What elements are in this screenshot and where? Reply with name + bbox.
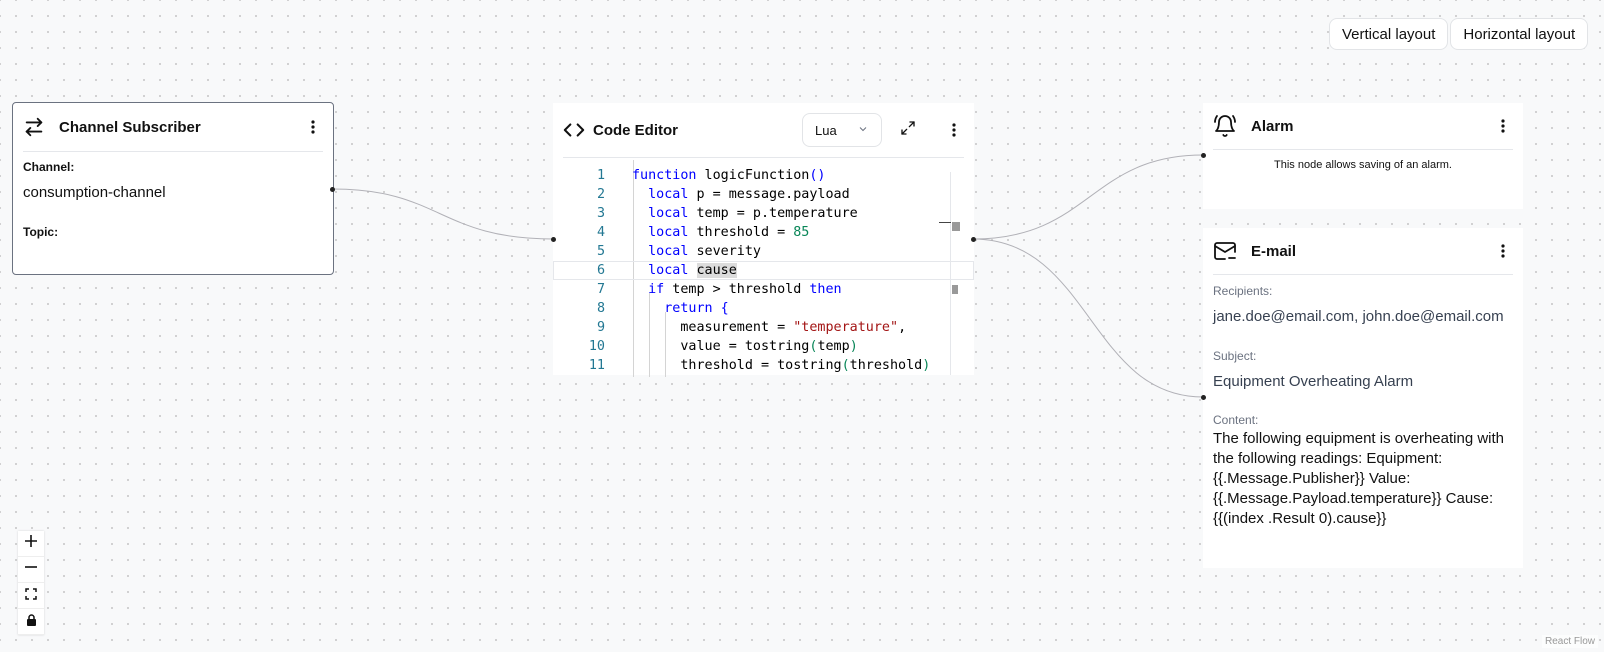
divider	[23, 151, 323, 152]
edge-code-to-email[interactable]	[972, 238, 1204, 398]
subject-value: Equipment Overheating Alarm	[1213, 373, 1414, 390]
node-header: Code Editor Lua	[553, 103, 974, 157]
language-value: Lua	[815, 122, 837, 138]
indent-guide	[633, 160, 634, 377]
lock-button[interactable]	[18, 609, 44, 635]
content-value: The following equipment is overheating w…	[1213, 430, 1504, 527]
recipients-value: jane.doe@email.com, john.doe@email.com	[1213, 308, 1504, 325]
code-line: 7 if temp > threshold then	[596, 282, 842, 297]
zoom-out-button[interactable]	[18, 557, 44, 583]
horizontal-layout-button[interactable]: Horizontal layout	[1450, 18, 1589, 50]
zoom-in-button[interactable]	[18, 531, 44, 557]
fit-view-icon	[25, 587, 37, 605]
node-header: E-mail	[1203, 228, 1523, 274]
chevron-down-icon	[857, 123, 869, 138]
fit-view-button[interactable]	[18, 583, 44, 609]
node-title: Code Editor	[593, 121, 678, 139]
code-line: 5 local severity	[596, 244, 761, 259]
react-flow-attribution[interactable]: React Flow	[1541, 635, 1598, 648]
code-line: 8 return {	[596, 301, 729, 316]
code-line-active: 6 local cause	[553, 261, 974, 280]
node-header: Channel Subscriber	[13, 103, 333, 151]
more-options-icon[interactable]	[944, 123, 964, 137]
node-title: Alarm	[1251, 117, 1294, 135]
language-select[interactable]: Lua	[802, 113, 882, 147]
channel-label: Channel:	[23, 160, 75, 174]
email-input-handle[interactable]	[1201, 395, 1206, 400]
more-options-icon[interactable]	[1493, 244, 1513, 258]
code-line: 3 local temp = p.temperature	[596, 206, 858, 221]
alarm-description: This node allows saving of an alarm.	[1274, 159, 1452, 171]
indent-guide	[649, 293, 650, 377]
code-line: 2 local p = message.payload	[596, 187, 850, 202]
expand-icon[interactable]	[900, 120, 916, 141]
code-line: 4 local threshold = 85	[596, 225, 810, 240]
arrows-exchange-icon	[23, 116, 45, 138]
more-options-icon[interactable]	[303, 120, 323, 134]
subscriber-output-handle[interactable]	[330, 187, 335, 192]
channel-value: consumption-channel	[23, 184, 166, 201]
mail-icon	[1213, 239, 1237, 263]
plus-icon	[24, 534, 38, 553]
divider	[563, 157, 964, 158]
layout-buttons: Vertical layout Horizontal layout	[1329, 18, 1589, 50]
email-node[interactable]: E-mail Recipients: jane.doe@email.com, j…	[1203, 228, 1523, 568]
code-scrollbar[interactable]	[939, 172, 964, 375]
code-input-handle[interactable]	[551, 237, 556, 242]
indent-guide	[665, 312, 666, 377]
code-icon	[563, 119, 585, 141]
topic-label: Topic:	[23, 225, 59, 239]
bell-icon	[1213, 114, 1237, 138]
edge-code-to-alarm[interactable]	[972, 154, 1204, 240]
node-title: E-mail	[1251, 242, 1297, 260]
channel-subscriber-node[interactable]: Channel Subscriber Channel: consumption-…	[12, 102, 334, 275]
node-title: Channel Subscriber	[59, 118, 201, 136]
code-line: 11 threshold = tostring(threshold)	[588, 358, 931, 373]
minus-icon	[24, 560, 38, 579]
recipients-label: Recipients:	[1213, 284, 1273, 298]
node-header: Alarm	[1203, 103, 1523, 149]
alarm-node[interactable]: Alarm This node allows saving of an alar…	[1203, 103, 1523, 209]
divider	[1213, 274, 1513, 275]
code-line: 10 value = tostring(temp)	[588, 339, 858, 354]
lock-icon	[26, 613, 37, 631]
code-output-handle[interactable]	[971, 237, 976, 242]
edge-subscriber-to-code[interactable]	[332, 188, 554, 240]
zoom-controls	[18, 531, 44, 635]
code-line: 9 measurement = "temperature",	[596, 320, 907, 335]
content-label: Content:	[1213, 413, 1259, 427]
vertical-layout-button[interactable]: Vertical layout	[1329, 18, 1449, 50]
subject-label: Subject:	[1213, 349, 1257, 363]
more-options-icon[interactable]	[1493, 119, 1513, 133]
divider	[1213, 149, 1513, 150]
alarm-input-handle[interactable]	[1201, 153, 1206, 158]
